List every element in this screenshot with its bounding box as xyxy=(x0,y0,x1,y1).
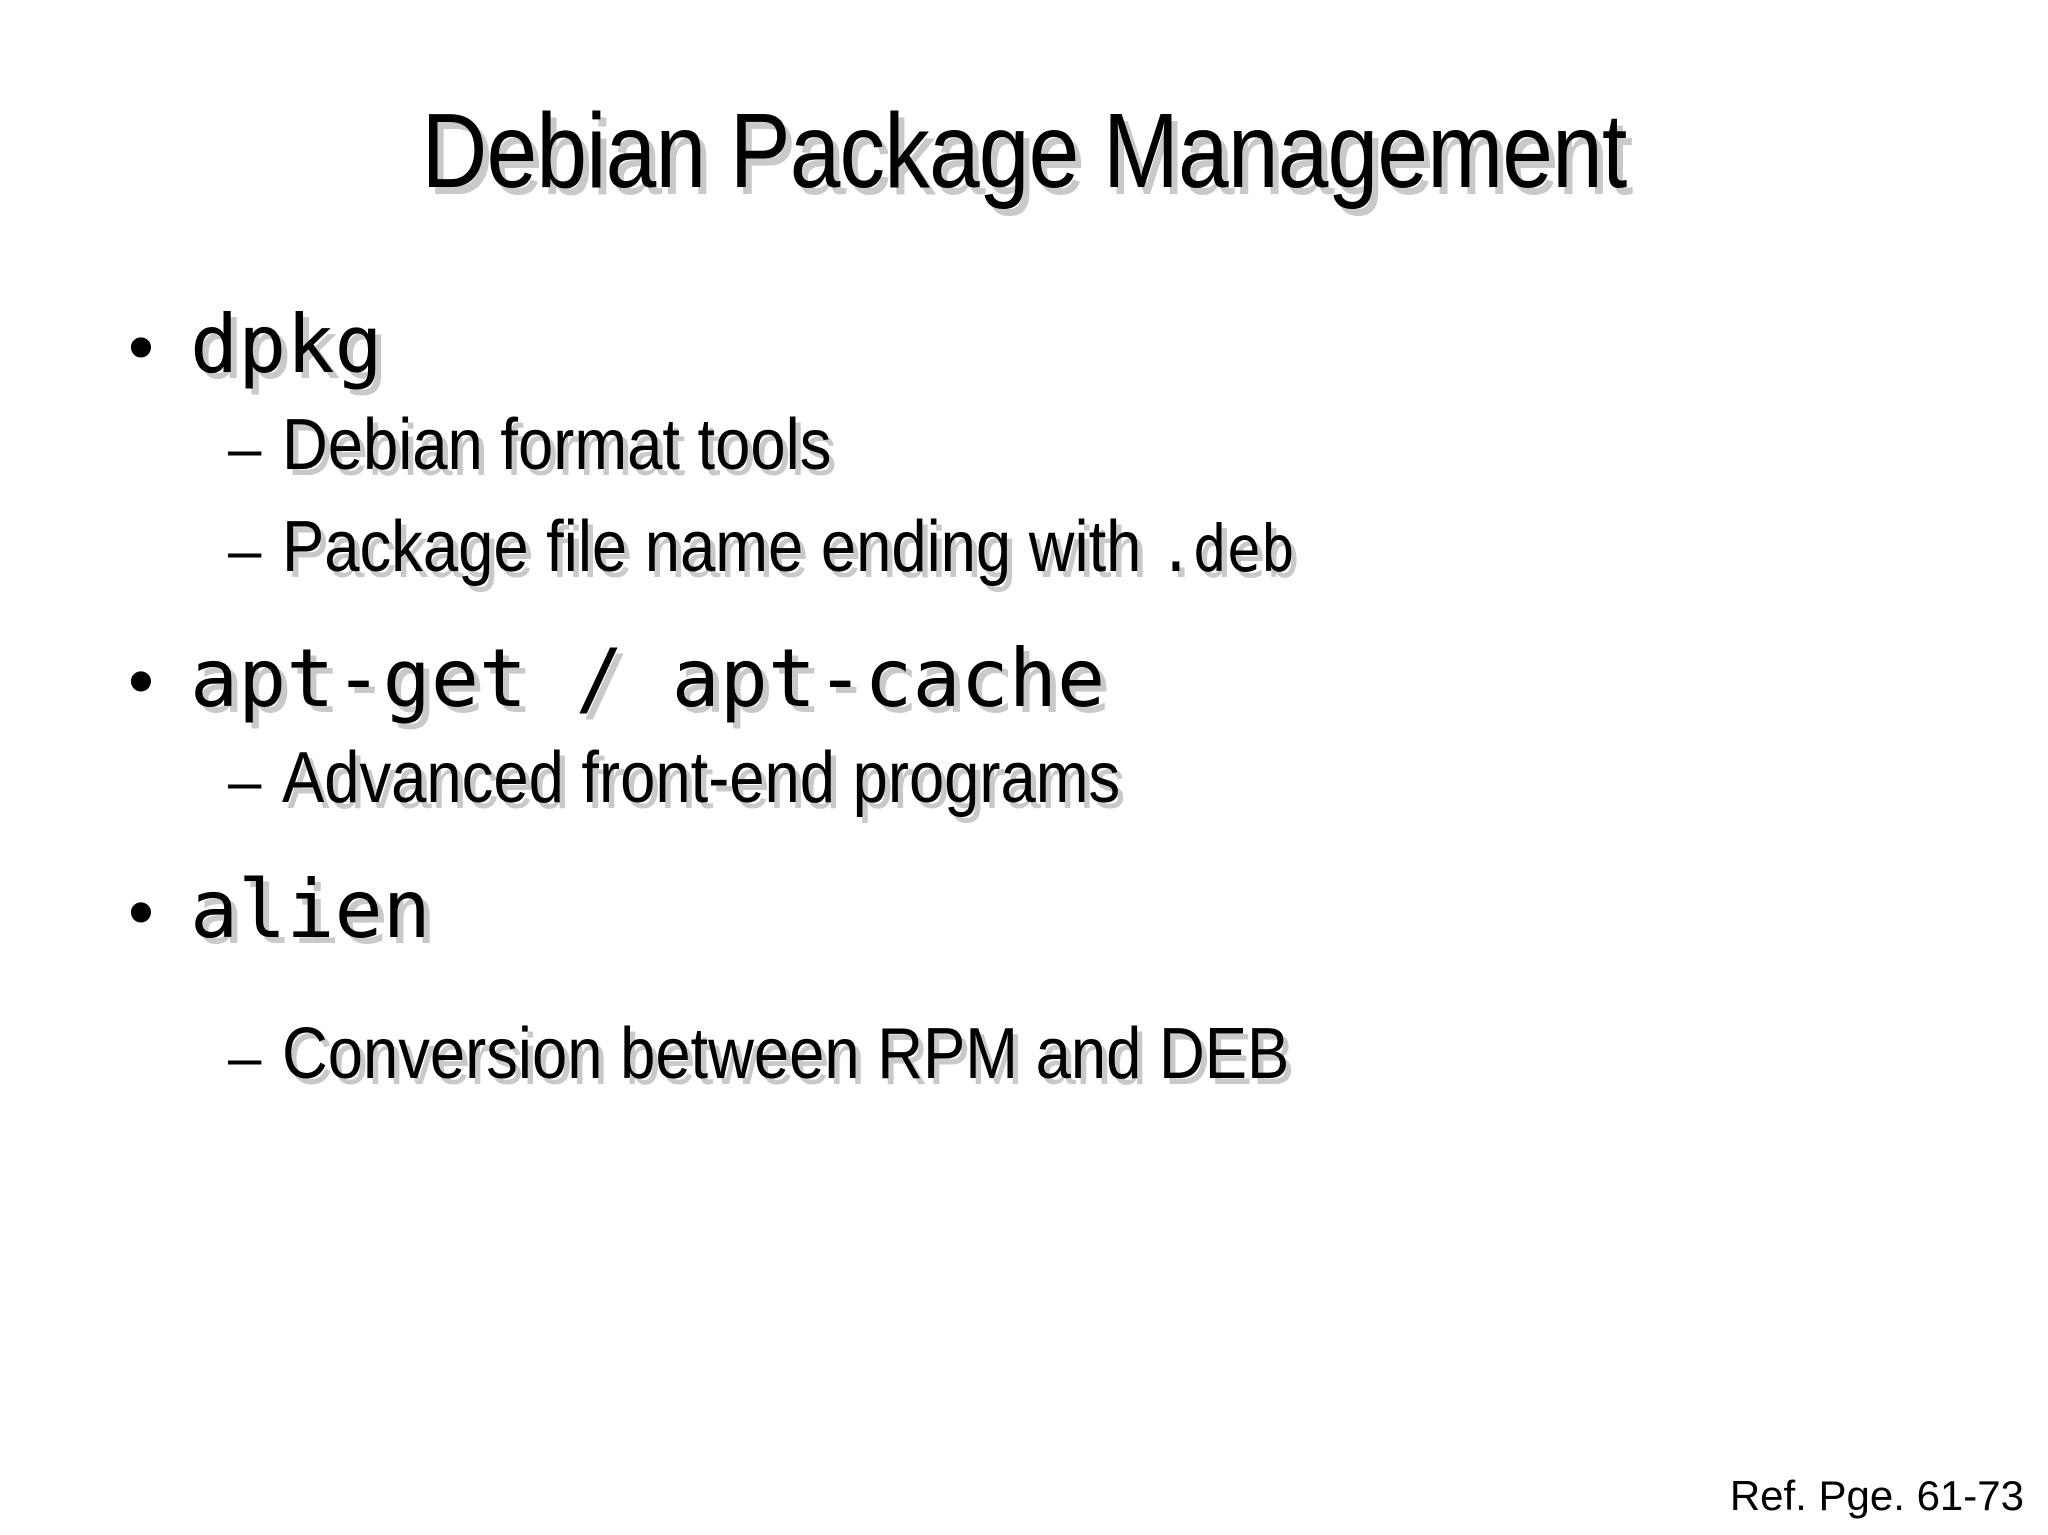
bullet-dash-icon: – xyxy=(228,414,262,482)
list-item-label: dpkg xyxy=(190,298,383,391)
spacer xyxy=(128,608,1988,634)
bullet-dash-icon: – xyxy=(228,516,262,584)
bullet-dot-icon: • xyxy=(128,305,154,388)
page-title: Debian Package Management xyxy=(421,92,1628,210)
bullet-dot-icon: • xyxy=(128,870,154,954)
list-item-level1: • apt-get / apt-cache xyxy=(128,634,1988,724)
list-item-level1: • alien xyxy=(128,865,1988,955)
list-item-label: Advanced front-end programs xyxy=(282,738,1121,819)
list-item-level2: – Debian format tools xyxy=(128,404,1988,486)
list-item-level2: – Package file name ending with .deb xyxy=(128,506,1988,588)
bullet-dash-icon: – xyxy=(228,1024,262,1092)
list-item-label-text: Package file name ending with xyxy=(282,506,1160,587)
spacer xyxy=(128,969,1988,1013)
reference-footer: Ref. Pge. 61-73 xyxy=(1729,1471,2024,1519)
list-item-level2: – Conversion between RPM and DEB xyxy=(128,1013,1988,1095)
bullet-dash-icon: – xyxy=(228,748,262,816)
slide-body-list: • dpkg – Debian format tools – Package f… xyxy=(128,300,1988,1115)
list-item-label: alien xyxy=(190,863,431,957)
list-item-label: Package file name ending with .deb xyxy=(282,506,1295,588)
list-item-level1: • dpkg xyxy=(128,300,1988,390)
bullet-dot-icon: • xyxy=(128,638,154,722)
list-item-level2: – Advanced front-end programs xyxy=(128,737,1988,819)
list-item-label: Conversion between RPM and DEB xyxy=(282,1014,1290,1095)
list-item-label: Debian format tools xyxy=(282,404,832,485)
spacer xyxy=(128,839,1988,865)
list-item-label: apt-get / apt-cache xyxy=(190,631,1106,725)
list-item-label-code: .deb xyxy=(1159,512,1295,587)
